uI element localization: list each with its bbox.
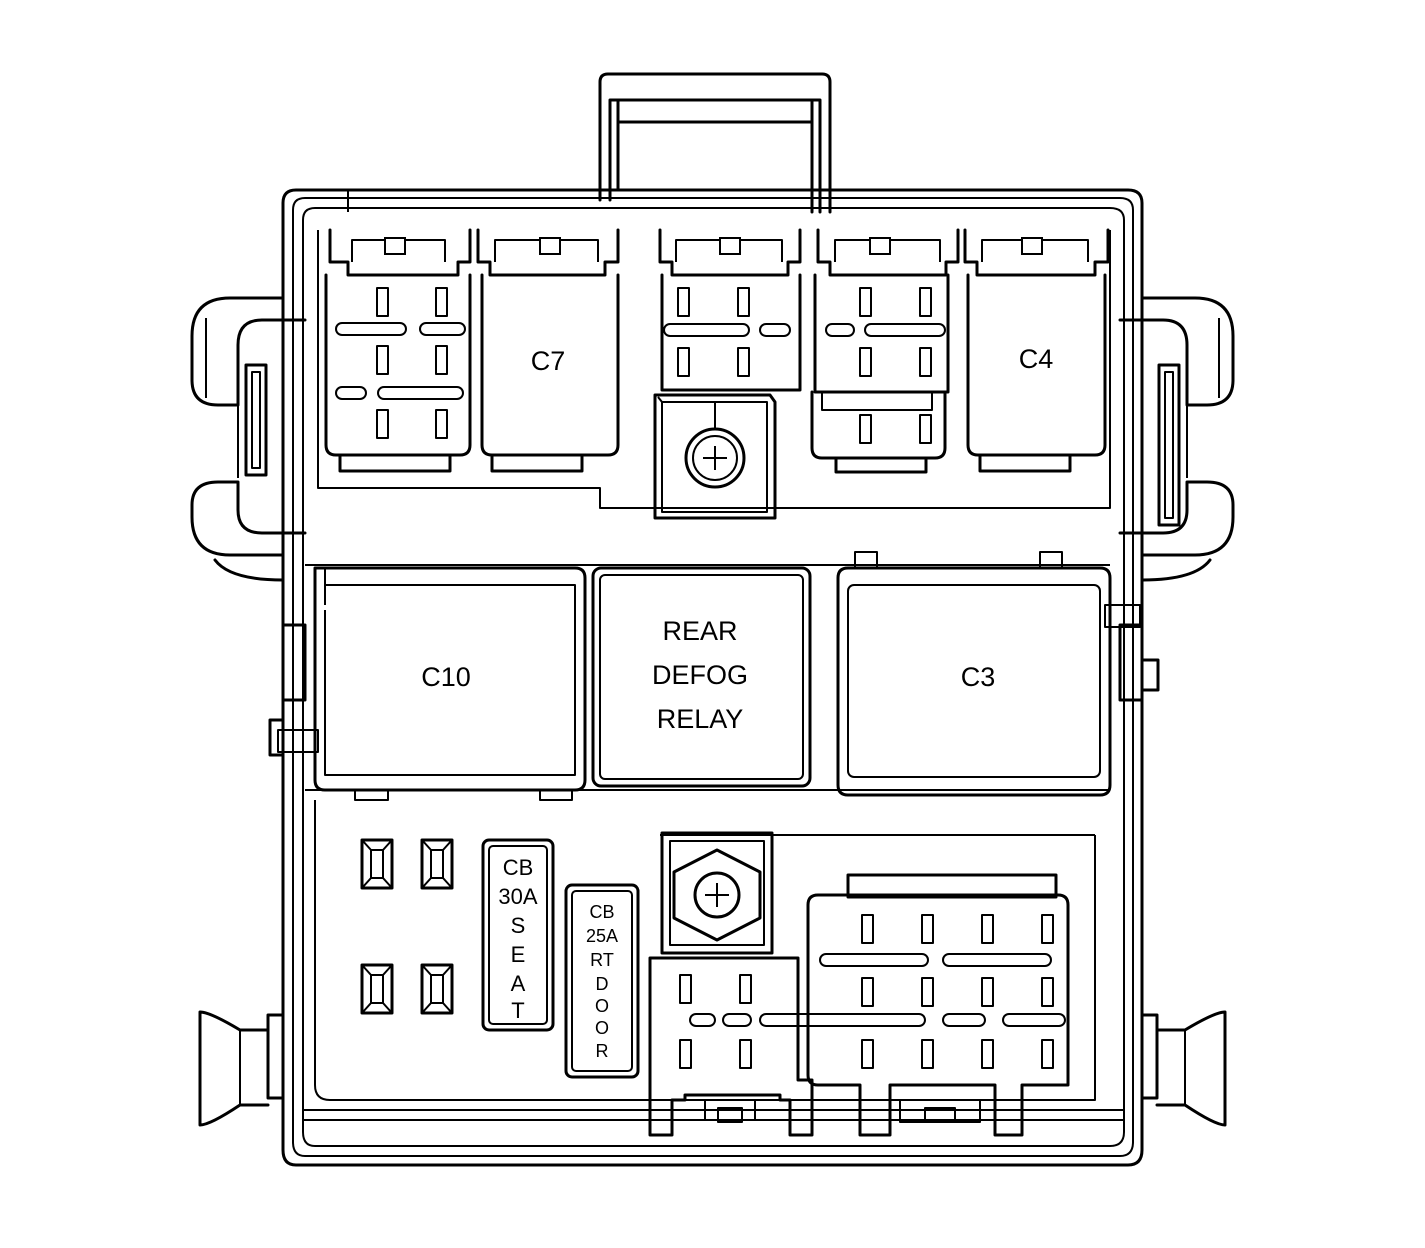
right-latches [1118, 296, 1235, 1127]
connector-c3: C3 [836, 566, 1112, 797]
connector-c7: C7 [480, 273, 620, 473]
rear-defog-relay: REAR DEFOG RELAY [591, 566, 812, 788]
connector-c3-label: C3 [961, 662, 996, 692]
cb-seat-line-4: E [511, 942, 526, 967]
cb-door-line-5: O [595, 996, 609, 1016]
circuit-breaker-25a-rt-door: CB 25A RT D O O R [564, 883, 640, 1079]
relay-label-line-1: REAR [662, 616, 737, 646]
relay-label-line-3: RELAY [657, 704, 744, 734]
connector-upper-right-center [810, 273, 950, 474]
lower-section: CB 30A S E A T CB 25A RT D O O R [303, 800, 1124, 1137]
upper-connector-row: C7 [317, 228, 1111, 520]
connector-lower-right [806, 873, 1070, 1137]
left-latches [190, 296, 307, 1127]
fuse-terminals [360, 838, 454, 1015]
cb-seat-line-5: A [511, 971, 526, 996]
connector-c4: C4 [966, 273, 1107, 473]
cb-door-line-2: 25A [586, 926, 618, 946]
cb-door-line-3: RT [590, 950, 614, 970]
hex-nut-icon [660, 831, 774, 955]
cb-seat-line-3: S [511, 913, 526, 938]
connector-c4-label: C4 [1019, 344, 1054, 374]
cb-door-line-4: D [596, 974, 609, 994]
cb-door-line-6: O [595, 1018, 609, 1038]
stud-bolt-icon [653, 393, 777, 520]
cb-seat-line-6: T [511, 998, 524, 1023]
cb-door-line-1: CB [589, 902, 614, 922]
connector-c10: C10 [313, 566, 587, 801]
cb-door-line-7: R [596, 1041, 609, 1061]
relay-label-line-2: DEFOG [652, 660, 748, 690]
connector-upper-left [324, 273, 472, 473]
cb-seat-line-1: CB [503, 855, 534, 880]
connector-lower-center [648, 956, 926, 1137]
connector-c7-label: C7 [531, 346, 566, 376]
cb-seat-line-2: 30A [498, 884, 537, 909]
connector-c10-label: C10 [421, 662, 471, 692]
circuit-breaker-30a-seat: CB 30A S E A T [481, 838, 555, 1032]
connector-caps [328, 228, 1110, 277]
housing [281, 188, 1144, 1167]
middle-row: C10 REAR DEFOG RELAY C3 [277, 551, 1141, 801]
connector-upper-center [660, 273, 802, 392]
